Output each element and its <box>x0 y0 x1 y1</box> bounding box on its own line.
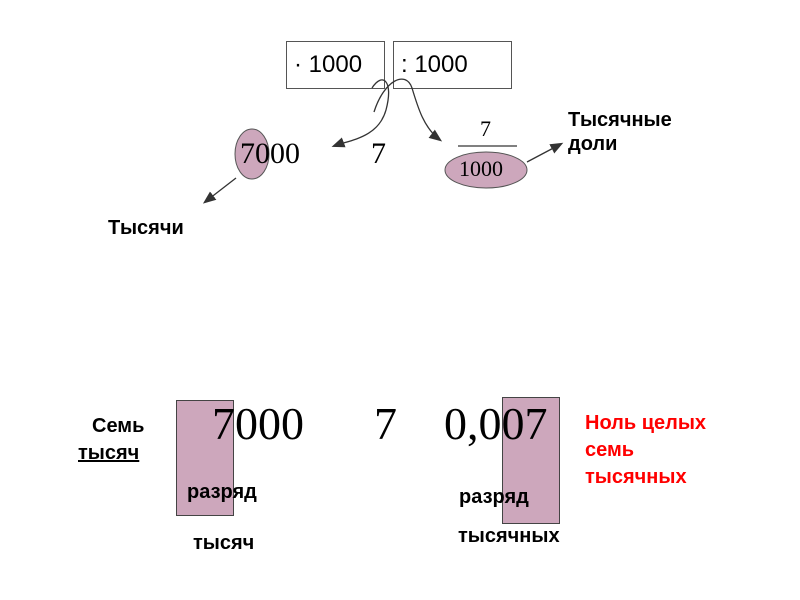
top-center-seven: 7 <box>371 137 386 170</box>
thousands-place-label-line1: разряд <box>187 481 257 503</box>
thousandths-highlight-ellipse <box>444 151 528 189</box>
thousandths-label: Тысячные доли <box>568 109 672 155</box>
arrow-to-thousands-label <box>202 177 237 204</box>
multiply-by-1000-box: · 1000 <box>286 41 385 89</box>
top-thousand-number: 7000 <box>240 137 300 170</box>
arrow-to-thousandths-label <box>526 142 564 163</box>
arrow-multiply-to-thousand <box>331 79 390 148</box>
bottom-decimal-number: 0,007 <box>444 398 548 449</box>
thousands-label: Тысячи <box>108 217 184 239</box>
bottom-thousand-number: 7000 <box>212 398 304 449</box>
divide-by-1000-box: : 1000 <box>393 41 512 89</box>
thousandths-digit-highlight <box>502 397 560 524</box>
bottom-center-seven: 7 <box>374 398 397 449</box>
zero-point-seven-thousandths-label: Ноль целых семь тысячных <box>585 412 707 488</box>
fraction-denominator: 1000 <box>459 156 503 181</box>
seven-thousands-label-line1: Семь <box>92 415 145 437</box>
arrow-divide-to-fraction <box>373 78 443 142</box>
thousands-digit-highlight <box>176 400 234 516</box>
thousandths-place-label-line2: тысячных <box>458 525 560 547</box>
thousands-highlight-ellipse <box>234 128 270 180</box>
thousands-place-label-line2: тысяч <box>193 532 255 554</box>
thousandths-place-label-line1: разряд <box>459 486 529 508</box>
seven-thousands-label-line2: тысяч <box>78 442 140 464</box>
fraction-numerator: 7 <box>480 116 491 141</box>
